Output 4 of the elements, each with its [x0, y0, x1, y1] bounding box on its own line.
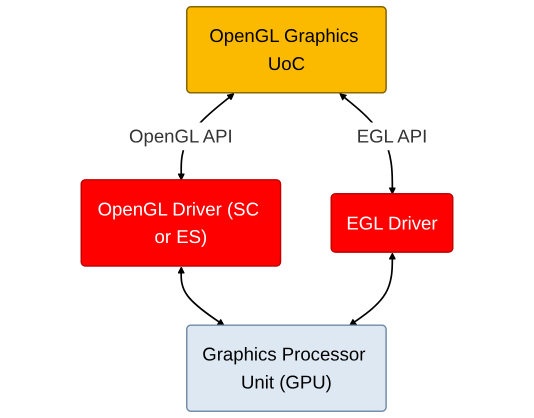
edge-label: EGL API	[356, 126, 428, 147]
arrow	[177, 266, 225, 326]
edge-label: OpenGL API	[129, 126, 233, 147]
arrow	[349, 252, 396, 326]
